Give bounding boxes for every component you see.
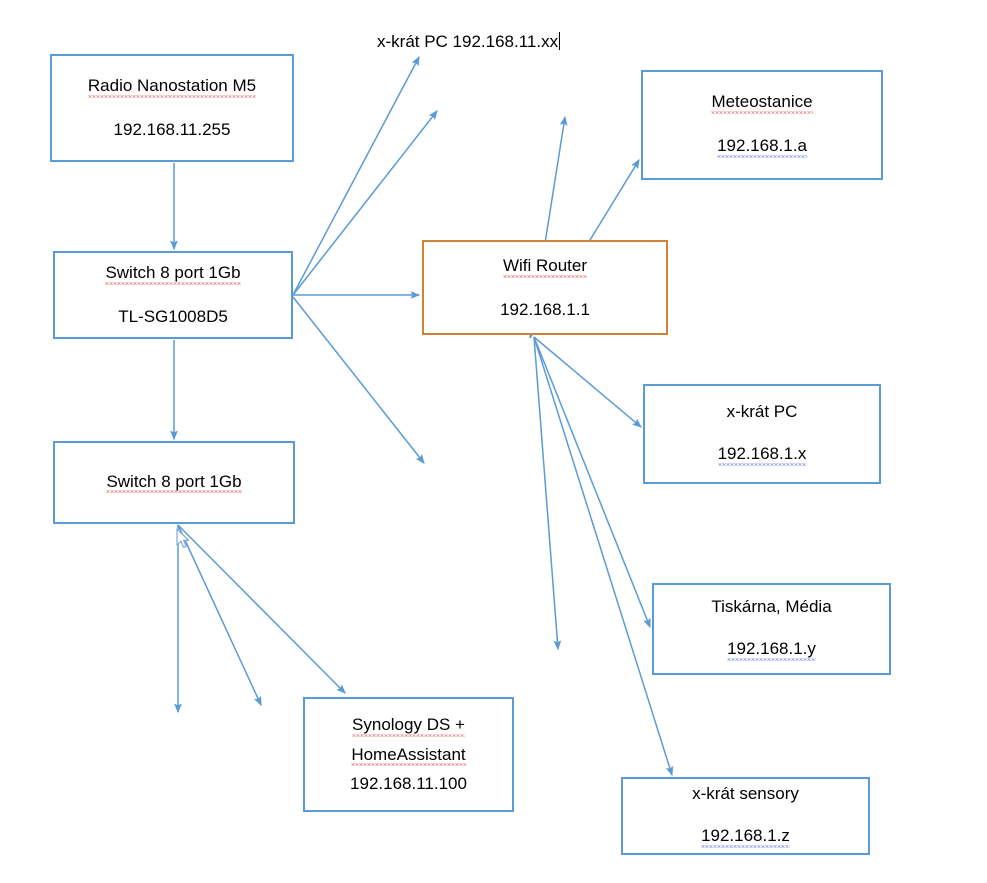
x-krat-sensory-node[interactable]: x-krát sensory 192.168.1.z bbox=[621, 777, 870, 855]
tiskarna-media-node-line-2: 192.168.1.y bbox=[727, 639, 816, 661]
wifi-router-node-line-2: 192.168.1.1 bbox=[500, 299, 590, 319]
radio-nanostation-node-line-2: 192.168.11.255 bbox=[113, 120, 231, 139]
switch-2-node[interactable]: Switch 8 port 1Gb bbox=[53, 441, 295, 524]
edge-router-to-printer bbox=[533, 336, 651, 629]
edge-switch2-to-synology bbox=[177, 524, 346, 694]
x-krat-sensory-node-line-1: x-krát sensory bbox=[692, 784, 799, 804]
tiskarna-media-node[interactable]: Tiskárna, Média 192.168.1.y bbox=[652, 583, 891, 675]
meteostanice-node-line-1: Meteostanice bbox=[711, 92, 813, 114]
x-krat-pc-node-line-1: x-krát PC bbox=[726, 402, 798, 422]
switch-2-node-line-1: Switch 8 port 1Gb bbox=[106, 471, 242, 494]
radio-nanostation-node-line-1: Radio Nanostation M5 bbox=[87, 76, 257, 98]
x-krat-pc-top-label: x-krát PC 192.168.11.xx bbox=[377, 32, 561, 52]
edge-switch1-to-pc-top-2 bbox=[292, 110, 438, 296]
synology-homeassistant-node-line-3: 192.168.11.100 bbox=[350, 774, 467, 794]
text-caret bbox=[559, 32, 561, 50]
switch-1-node-line-2: TL-SG1008D5 bbox=[118, 307, 228, 326]
x-krat-pc-node-line-2: 192.168.1.x bbox=[717, 444, 807, 466]
synology-homeassistant-node-line-1: Synology DS + bbox=[352, 715, 465, 737]
edge-switch2-down-2 bbox=[177, 524, 262, 707]
free-label-text: x-krát PC 192.168.11.xx bbox=[377, 32, 559, 51]
meteostanice-node[interactable]: Meteostanice 192.168.1.a bbox=[641, 70, 883, 180]
mouse-pointer-icon bbox=[176, 528, 192, 555]
switch-1-node-line-1: Switch 8 port 1Gb bbox=[105, 263, 241, 285]
wifi-router-node-line-1: Wifi Router bbox=[502, 255, 588, 278]
radio-nanostation-node[interactable]: Radio Nanostation M5 192.168.11.255 bbox=[50, 54, 294, 162]
x-krat-pc-node[interactable]: x-krát PC 192.168.1.x bbox=[643, 384, 881, 484]
x-krat-sensory-node-line-2: 192.168.1.z bbox=[701, 826, 790, 848]
synology-homeassistant-node[interactable]: Synology DS + HomeAssistant 192.168.11.100 bbox=[303, 697, 514, 812]
edge-switch1-to-down-right bbox=[292, 296, 425, 464]
synology-homeassistant-node-line-2: HomeAssistant bbox=[351, 744, 466, 767]
wifi-router-node[interactable]: Wifi Router 192.168.1.1 bbox=[422, 240, 668, 335]
edge-router-down bbox=[533, 336, 562, 651]
meteostanice-node-line-2: 192.168.1.a bbox=[717, 136, 807, 158]
edge-switch1-to-pc-top-1 bbox=[292, 55, 420, 296]
edge-router-to-pcs bbox=[533, 336, 642, 428]
tiskarna-media-node-line-1: Tiskárna, Média bbox=[711, 597, 832, 617]
